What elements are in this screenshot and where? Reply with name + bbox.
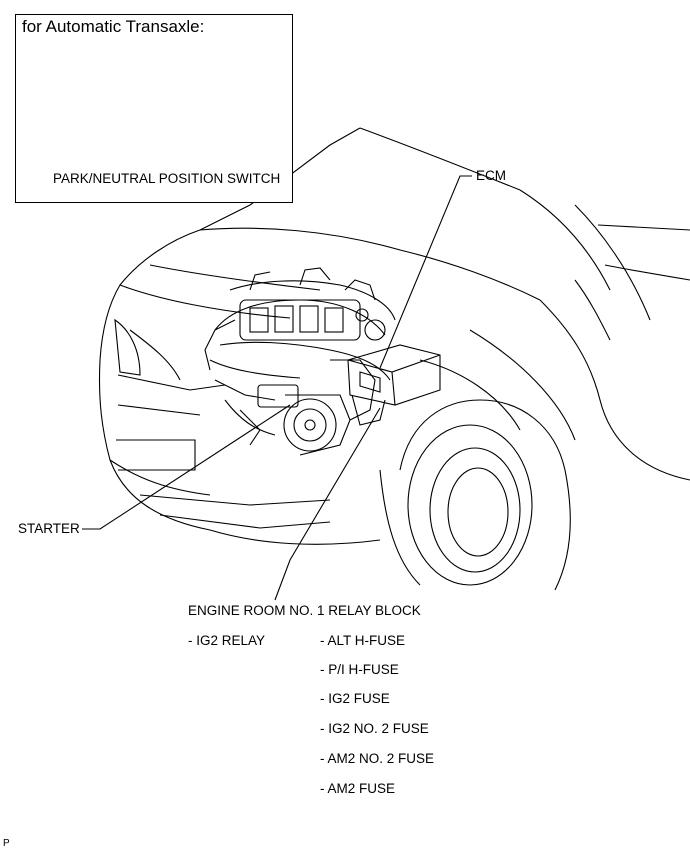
park-neutral-switch-label: PARK/NEUTRAL POSITION SWITCH bbox=[53, 171, 281, 186]
relay-block-item: - IG2 FUSE bbox=[320, 691, 390, 706]
relay-block-item: - P/I H-FUSE bbox=[320, 662, 399, 677]
automatic-transaxle-inset: for Automatic Transaxle: bbox=[15, 14, 293, 203]
inset-title: for Automatic Transaxle: bbox=[22, 17, 205, 36]
starter-label: STARTER bbox=[18, 521, 80, 536]
relay-block-item: - ALT H-FUSE bbox=[320, 633, 406, 648]
figure-code: P bbox=[3, 838, 10, 849]
relay-block-item: - AM2 NO. 2 FUSE bbox=[320, 751, 435, 766]
relay-block-item: - IG2 RELAY bbox=[188, 633, 266, 648]
relay-block-label: ENGINE ROOM NO. 1 RELAY BLOCK bbox=[188, 603, 421, 618]
relay-block-item: - AM2 FUSE bbox=[320, 781, 396, 796]
ecm-label: ECM bbox=[476, 168, 506, 183]
relay-block-item: - IG2 NO. 2 FUSE bbox=[320, 721, 429, 736]
